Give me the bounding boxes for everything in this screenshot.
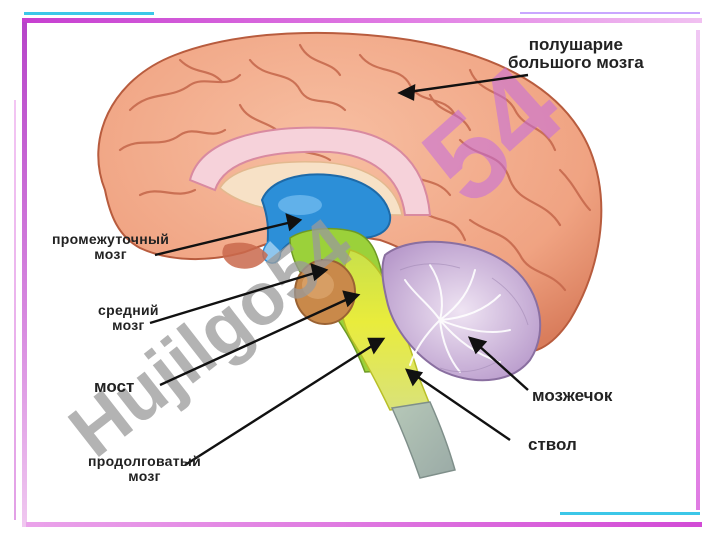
frame-left-accent (14, 100, 16, 520)
frame-right-bar (696, 30, 700, 510)
frame-top-accent (24, 12, 154, 15)
frame-bottom-accent (560, 512, 700, 515)
arbor-vitae (404, 264, 511, 373)
label-stem: ствол (528, 435, 577, 454)
label-cerebellum: мозжечок (532, 386, 613, 405)
corpus-callosum (188, 126, 432, 216)
frame-left-bar (22, 22, 27, 527)
frame-bottom-bar (26, 522, 702, 527)
frame-top-bar (22, 18, 702, 23)
label-pons: мост (94, 377, 135, 396)
label-midbrain: средний мозг (98, 302, 159, 333)
leader-lines (149, 73, 529, 467)
cerebellum-shape (381, 240, 542, 382)
label-medulla: продолговатый мозг (88, 453, 202, 484)
spinal-cord (390, 401, 456, 479)
label-diencephalon: промежуточный мозг (52, 231, 170, 262)
frame-top-right-accent (520, 12, 700, 14)
label-cerebrum: полушарие большого мозга (508, 35, 644, 72)
